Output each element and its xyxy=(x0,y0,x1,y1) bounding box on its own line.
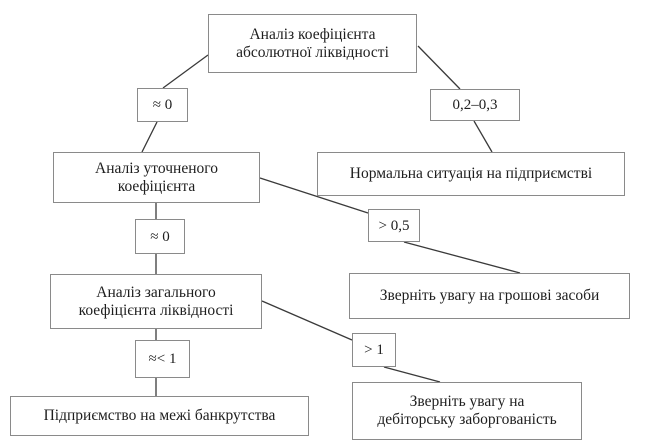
cash-attention-node: Зверніть увагу на грошові засоби xyxy=(349,273,630,319)
condition-root-left: ≈ 0 xyxy=(137,88,188,122)
normal-situation-label: Нормальна ситуація на підприємстві xyxy=(349,165,593,182)
current-ratio-line1: Аналіз загального xyxy=(96,283,216,301)
root-node-line2: абсолютної ліквідності xyxy=(236,43,389,61)
condition-root-right: 0,2–0,3 xyxy=(430,89,520,121)
edge-root-to-cond-left xyxy=(162,54,209,89)
receivables-attention-line1: Зверніть увагу на xyxy=(409,393,525,410)
edge-root-to-cond-right xyxy=(417,45,461,90)
condition-current-down: ≈< 1 xyxy=(135,340,190,378)
bankruptcy-label: Підприємство на межі банкрутства xyxy=(43,407,276,424)
current-ratio-node: Аналіз загального коефіцієнта ліквідност… xyxy=(50,274,262,329)
condition-root-right-label: 0,2–0,3 xyxy=(452,97,498,113)
receivables-attention-node: Зверніть увагу на дебіторську заборгован… xyxy=(352,382,582,440)
condition-quick-right: > 0,5 xyxy=(368,209,420,242)
edge-cond-right-to-cash xyxy=(403,241,521,274)
root-node: Аналіз коефіцієнта абсолютної ліквідност… xyxy=(208,14,417,73)
edge-current-to-cond-right xyxy=(261,300,353,341)
receivables-attention-line2: дебіторську заборгованість xyxy=(377,411,557,428)
condition-quick-right-label: > 0,5 xyxy=(378,217,410,234)
quick-ratio-node: Аналіз уточненого коефіцієнта xyxy=(53,152,260,203)
current-ratio-line2: коефіцієнта ліквідності xyxy=(78,301,234,319)
edge-cond-left-to-quick xyxy=(141,121,158,153)
condition-root-left-label: ≈ 0 xyxy=(152,97,173,113)
bankruptcy-node: Підприємство на межі банкрутства xyxy=(10,396,309,436)
cash-attention-label: Зверніть увагу на грошові засоби xyxy=(379,287,600,304)
condition-quick-down-label: ≈ 0 xyxy=(150,228,170,245)
edge-cond-right-to-normal xyxy=(473,120,493,153)
root-node-line1: Аналіз коефіцієнта xyxy=(249,25,376,43)
edge-quick-to-cond-right xyxy=(259,177,369,214)
quick-ratio-line1: Аналіз уточненого xyxy=(95,159,218,177)
condition-current-right-label: > 1 xyxy=(364,342,384,358)
normal-situation-node: Нормальна ситуація на підприємстві xyxy=(317,152,625,196)
condition-current-right: > 1 xyxy=(352,333,396,367)
condition-current-down-label: ≈< 1 xyxy=(148,351,177,367)
quick-ratio-line2: коефіцієнта xyxy=(117,177,196,195)
condition-quick-down: ≈ 0 xyxy=(135,219,185,254)
edge-cond-right-to-receivables xyxy=(383,366,441,383)
